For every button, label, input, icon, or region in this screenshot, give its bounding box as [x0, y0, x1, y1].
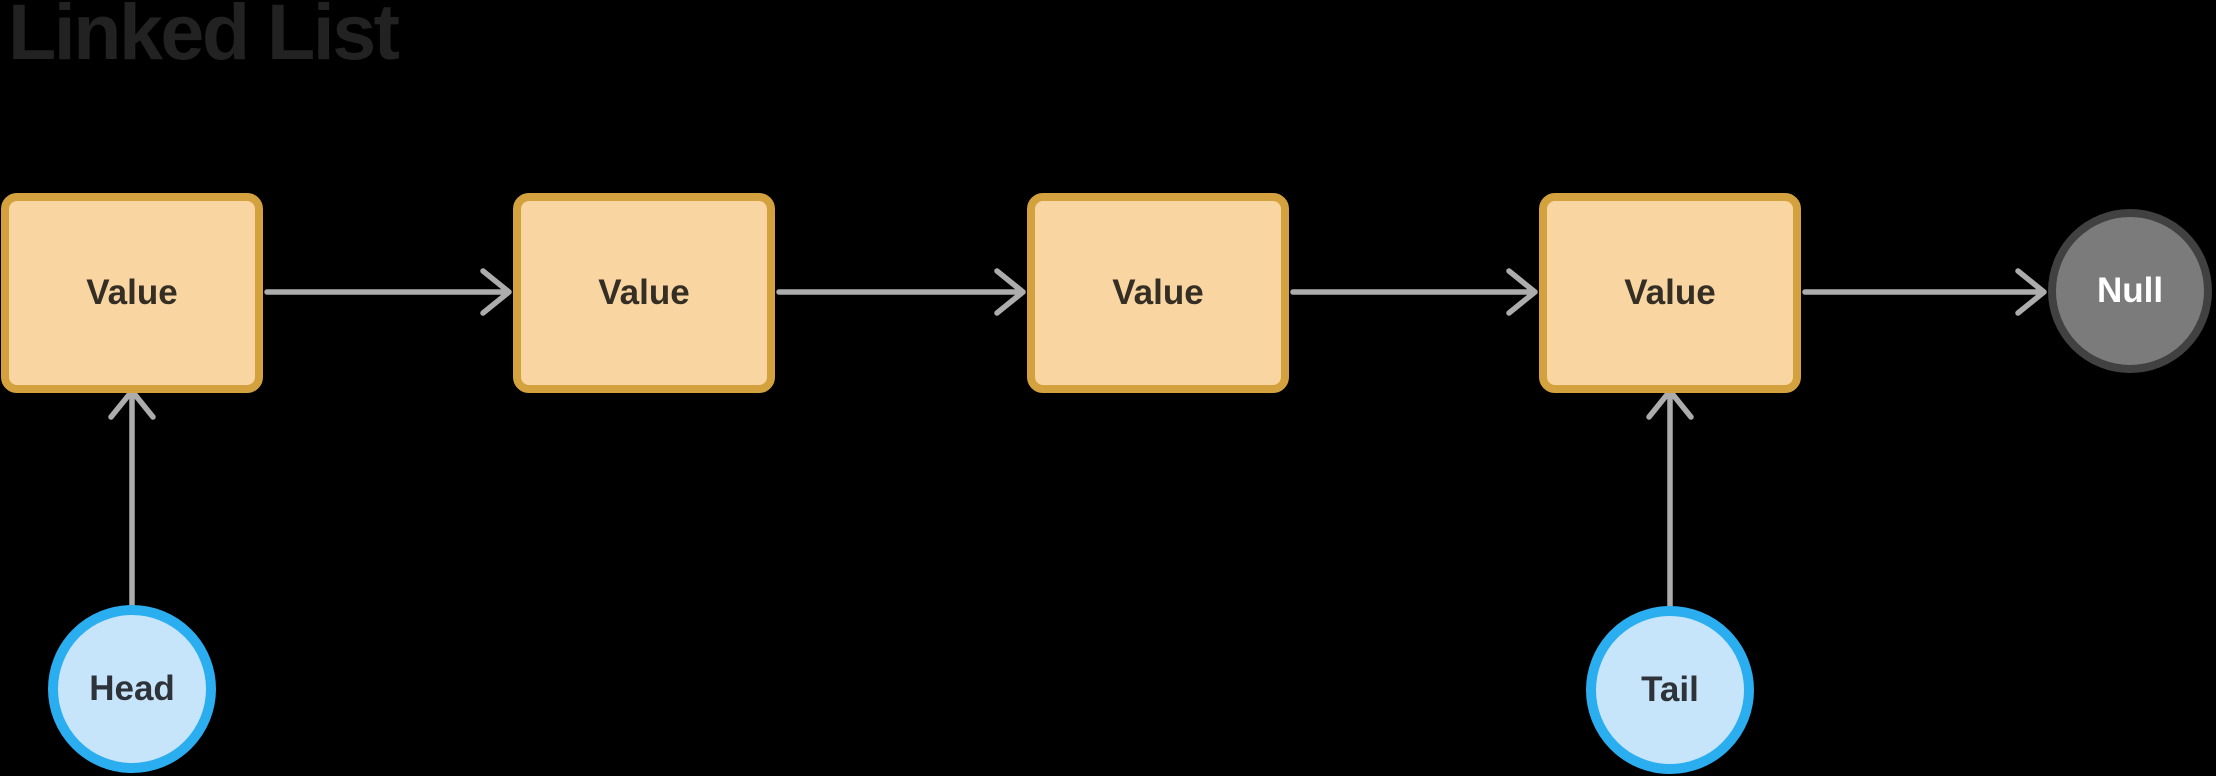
value-node-4: Value — [1539, 193, 1801, 393]
arrow-value4-to-null — [1802, 268, 2047, 316]
tail-pointer-label: Tail — [1641, 670, 1699, 709]
value-node-1: Value — [1, 193, 263, 393]
arrow-value3-to-value4 — [1290, 268, 1538, 316]
arrow-head-to-value1 — [108, 388, 156, 609]
value-node-2: Value — [513, 193, 775, 393]
value-node-3-label: Value — [1112, 273, 1204, 312]
value-node-2-label: Value — [598, 273, 690, 312]
diagram-title: Linked List — [8, 0, 400, 76]
value-node-4-label: Value — [1624, 273, 1716, 312]
head-pointer-node: Head — [48, 605, 216, 773]
arrow-tail-to-value4 — [1646, 388, 1694, 611]
arrow-value2-to-value3 — [776, 268, 1026, 316]
head-pointer-label: Head — [89, 669, 175, 708]
value-node-1-label: Value — [86, 273, 178, 312]
tail-pointer-node: Tail — [1586, 606, 1754, 774]
null-node-label: Null — [2096, 271, 2164, 310]
null-node: Null — [2048, 209, 2212, 373]
value-node-3: Value — [1027, 193, 1289, 393]
arrow-value1-to-value2 — [264, 268, 512, 316]
